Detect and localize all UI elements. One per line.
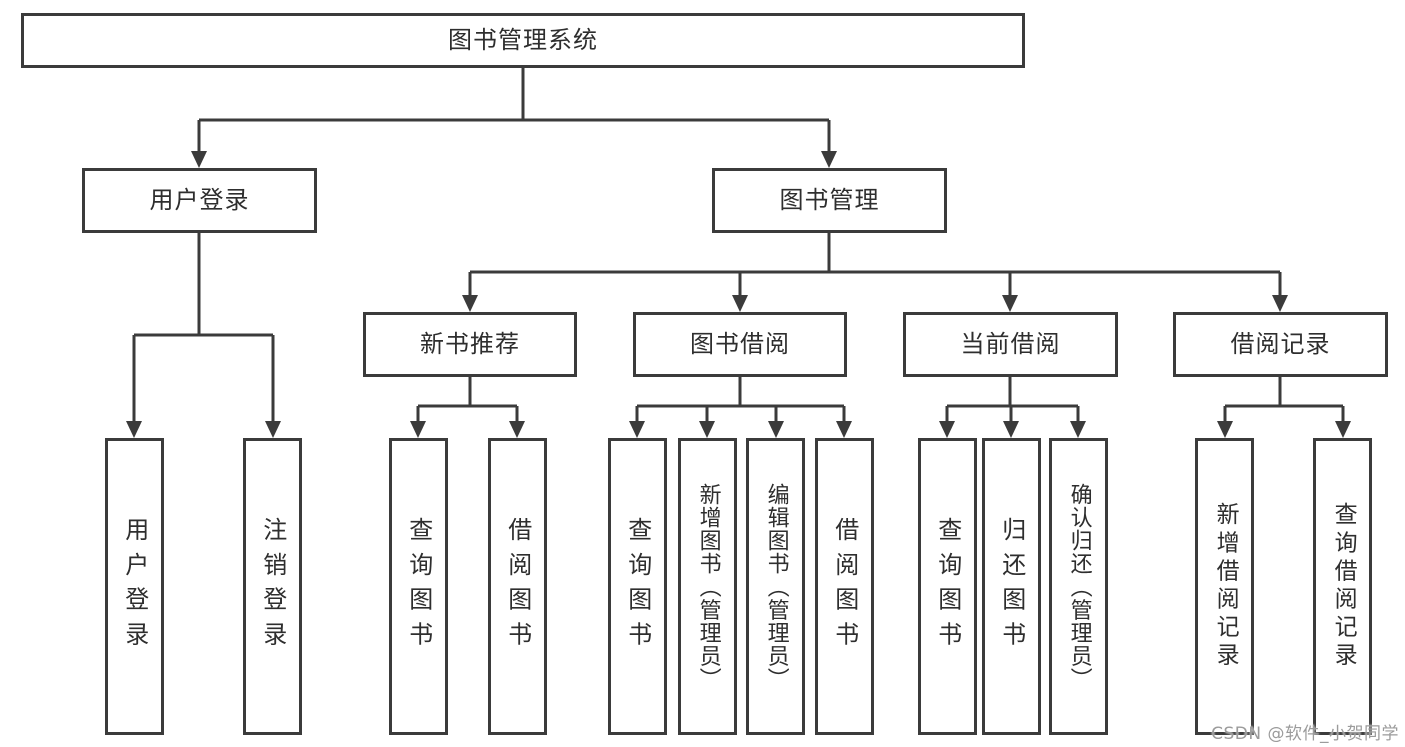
node-user-login: 用户登录 bbox=[82, 168, 317, 233]
leaf-borrow-book: 借阅图书 bbox=[815, 438, 874, 735]
node-book-borrow: 图书借阅 bbox=[633, 312, 847, 377]
leaf-borrow-book-label: 借阅图书 bbox=[830, 516, 859, 657]
leaf-newbook-borrow: 借阅图书 bbox=[488, 438, 547, 735]
leaf-record-add-label: 新增借阅记录 bbox=[1212, 502, 1239, 671]
node-borrow-record: 借阅记录 bbox=[1173, 312, 1388, 377]
leaf-current-confirm-admin: 确认归还（管理员） bbox=[1049, 438, 1108, 735]
leaf-newbook-borrow-label: 借阅图书 bbox=[503, 516, 532, 657]
node-current-borrow-label: 当前借阅 bbox=[960, 330, 1061, 359]
node-current-borrow: 当前借阅 bbox=[903, 312, 1118, 377]
node-new-book-recommend-label: 新书推荐 bbox=[420, 330, 520, 359]
leaf-record-add: 新增借阅记录 bbox=[1195, 438, 1254, 735]
leaf-current-return-label: 归还图书 bbox=[997, 516, 1026, 657]
node-new-book-recommend: 新书推荐 bbox=[363, 312, 577, 377]
leaf-borrow-edit-admin-label: 编辑图书（管理员） bbox=[763, 482, 789, 691]
node-borrow-record-label: 借阅记录 bbox=[1230, 330, 1331, 359]
leaf-borrow-query-label: 查询图书 bbox=[623, 516, 652, 657]
leaf-record-query: 查询借阅记录 bbox=[1313, 438, 1372, 735]
node-user-login-label: 用户登录 bbox=[149, 186, 250, 215]
leaf-current-return: 归还图书 bbox=[982, 438, 1041, 735]
leaf-newbook-query: 查询图书 bbox=[389, 438, 448, 735]
node-root: 图书管理系统 bbox=[21, 13, 1025, 68]
leaf-current-query: 查询图书 bbox=[918, 438, 977, 735]
node-book-borrow-label: 图书借阅 bbox=[690, 330, 790, 359]
node-root-label: 图书管理系统 bbox=[448, 26, 598, 55]
leaf-current-query-label: 查询图书 bbox=[933, 516, 962, 657]
leaf-current-confirm-admin-label: 确认归还（管理员） bbox=[1066, 482, 1092, 691]
leaf-borrow-edit-admin: 编辑图书（管理员） bbox=[746, 438, 805, 735]
leaf-borrow-query: 查询图书 bbox=[608, 438, 667, 735]
csdn-watermark: CSDN @软件_小贺同学 bbox=[1211, 724, 1399, 744]
node-book-management-label: 图书管理 bbox=[779, 186, 880, 215]
leaf-user-login: 用户登录 bbox=[105, 438, 164, 735]
node-book-management: 图书管理 bbox=[712, 168, 947, 233]
leaf-logout-label: 注销登录 bbox=[258, 516, 287, 657]
leaf-newbook-query-label: 查询图书 bbox=[404, 516, 433, 657]
leaf-record-query-label: 查询借阅记录 bbox=[1330, 502, 1357, 671]
leaf-user-login-label: 用户登录 bbox=[120, 516, 149, 657]
leaf-logout: 注销登录 bbox=[243, 438, 302, 735]
leaf-borrow-add-admin-label: 新增图书（管理员） bbox=[695, 482, 721, 691]
leaf-borrow-add-admin: 新增图书（管理员） bbox=[678, 438, 737, 735]
